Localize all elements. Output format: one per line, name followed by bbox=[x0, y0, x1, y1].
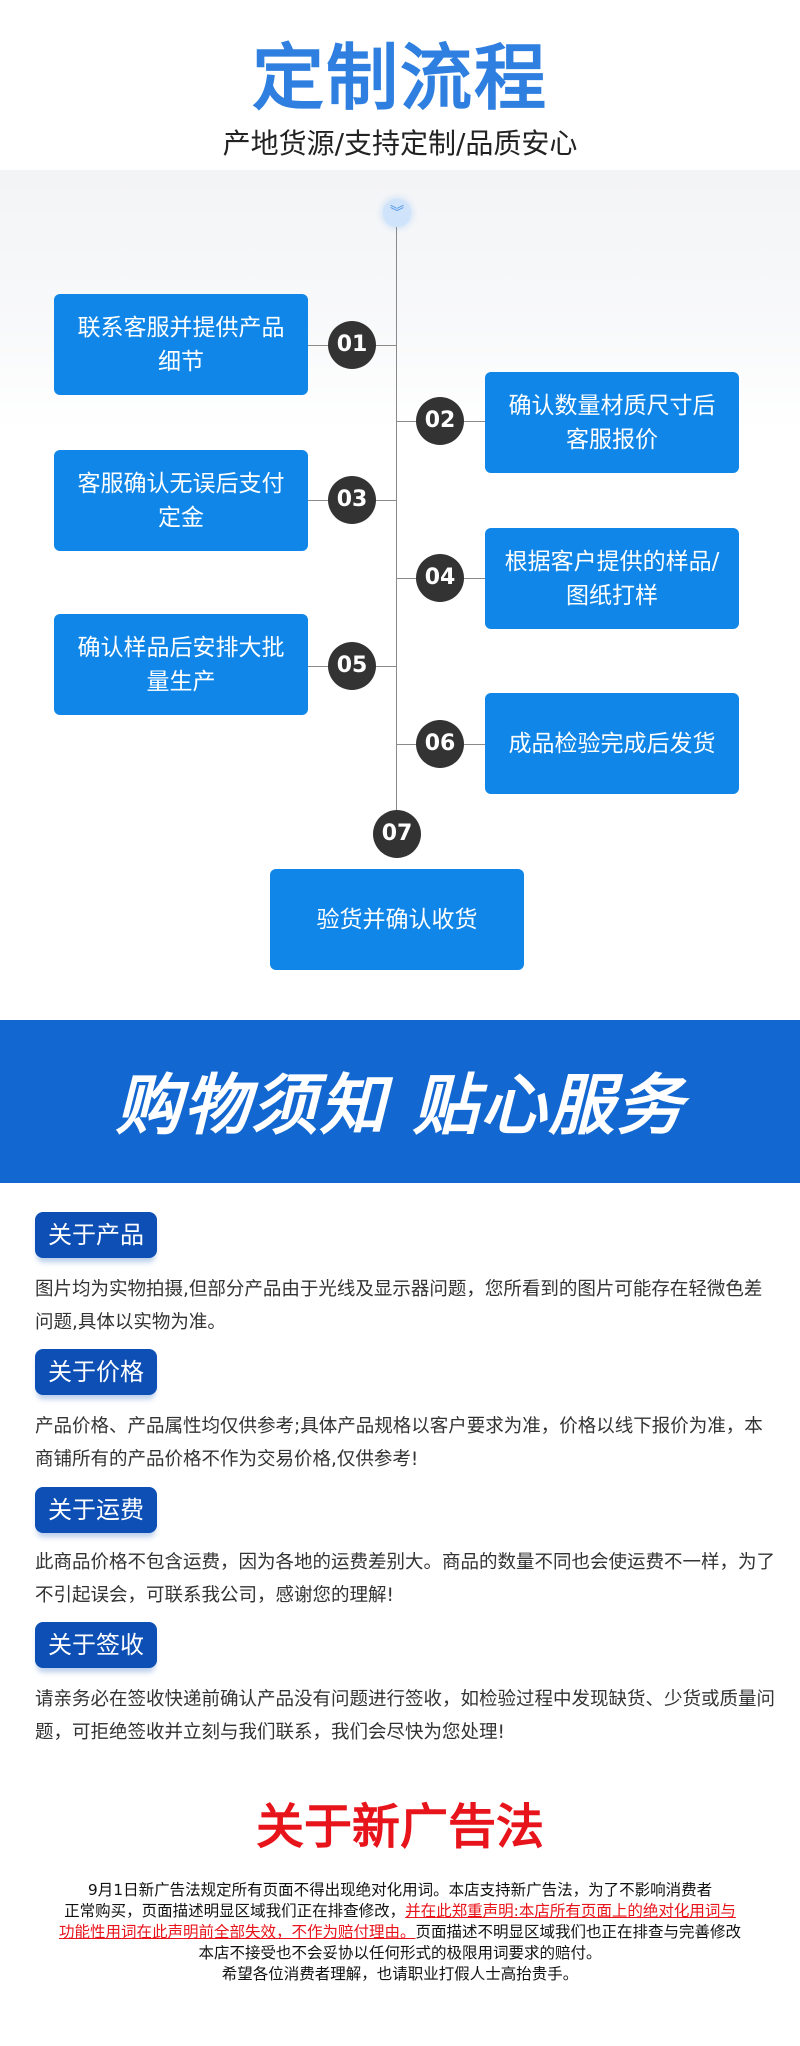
section-tag-price: 关于价格 bbox=[35, 1349, 157, 1395]
notice-text: 正常购买，页面描述明显区域我们正在排查修改， bbox=[64, 1902, 405, 1920]
notice-line: 本店不接受也不会妥协以任何形式的极限用词要求的赔付。 bbox=[0, 1943, 800, 1964]
page-title: 定制流程 bbox=[0, 38, 800, 118]
timeline-line bbox=[396, 227, 397, 817]
step-number-05: 05 bbox=[328, 642, 376, 690]
notice-disclaimer: 功能性用词在此声明前全部失效，不作为赔付理由。 bbox=[59, 1923, 416, 1941]
section-tag-receipt: 关于签收 bbox=[35, 1622, 157, 1668]
step-box-03: 客服确认无误后支付定金 bbox=[54, 450, 308, 551]
notice-line: 功能性用词在此声明前全部失效，不作为赔付理由。页面描述不明显区域我们也正在排查与… bbox=[0, 1922, 800, 1943]
notice-line: 希望各位消费者理解，也请职业打假人士高抬贵手。 bbox=[0, 1964, 800, 1985]
notice-text: 页面描述不明显区域我们也正在排查与完善修改 bbox=[416, 1923, 742, 1941]
section-text-receipt: 请亲务必在签收快递前确认产品没有问题进行签收，如检验过程中发现缺货、少货或质量问… bbox=[35, 1683, 775, 1749]
step-box-06: 成品检验完成后发货 bbox=[485, 693, 739, 794]
section-text-shipping: 此商品价格不包含运费，因为各地的运费差别大。商品的数量不同也会使运费不一样，为了… bbox=[35, 1546, 775, 1612]
step-box-01: 联系客服并提供产品细节 bbox=[54, 294, 308, 395]
notice-disclaimer: 并在此郑重声明:本店所有页面上的绝对化用词与 bbox=[405, 1902, 736, 1920]
step-number-03: 03 bbox=[328, 476, 376, 524]
step-box-05: 确认样品后安排大批量生产 bbox=[54, 614, 308, 715]
double-chevron-down-icon: ︾ bbox=[383, 199, 411, 227]
step-number-06: 06 bbox=[416, 720, 464, 768]
step-box-04: 根据客户提供的样品/图纸打样 bbox=[485, 528, 739, 629]
section-tag-shipping: 关于运费 bbox=[35, 1487, 157, 1533]
step-number-01: 01 bbox=[328, 321, 376, 369]
section-text-product: 图片均为实物拍摄,但部分产品由于光线及显示器问题，您所看到的图片可能存在轻微色差… bbox=[35, 1273, 775, 1339]
notice-line: 正常购买，页面描述明显区域我们正在排查修改，并在此郑重声明:本店所有页面上的绝对… bbox=[0, 1901, 800, 1922]
section-tag-product: 关于产品 bbox=[35, 1212, 157, 1258]
step-box-02: 确认数量材质尺寸后客服报价 bbox=[485, 372, 739, 473]
ad-law-title: 关于新广告法 bbox=[0, 1798, 800, 1856]
ad-law-notice: 9月1日新广告法规定所有页面不得出现绝对化用词。本店支持新广告法，为了不影响消费… bbox=[0, 1880, 800, 1985]
page-subtitle: 产地货源/支持定制/品质安心 bbox=[0, 126, 800, 162]
banner-title: 购物须知 贴心服务 bbox=[0, 1066, 800, 1146]
step-number-02: 02 bbox=[416, 397, 464, 445]
notice-line: 9月1日新广告法规定所有页面不得出现绝对化用词。本店支持新广告法，为了不影响消费… bbox=[0, 1880, 800, 1901]
step-number-04: 04 bbox=[416, 554, 464, 602]
step-box-07: 验货并确认收货 bbox=[270, 869, 524, 970]
section-text-price: 产品价格、产品属性均仅供参考;具体产品规格以客户要求为准，价格以线下报价为准，本… bbox=[35, 1410, 775, 1476]
step-number-07: 07 bbox=[373, 810, 421, 858]
